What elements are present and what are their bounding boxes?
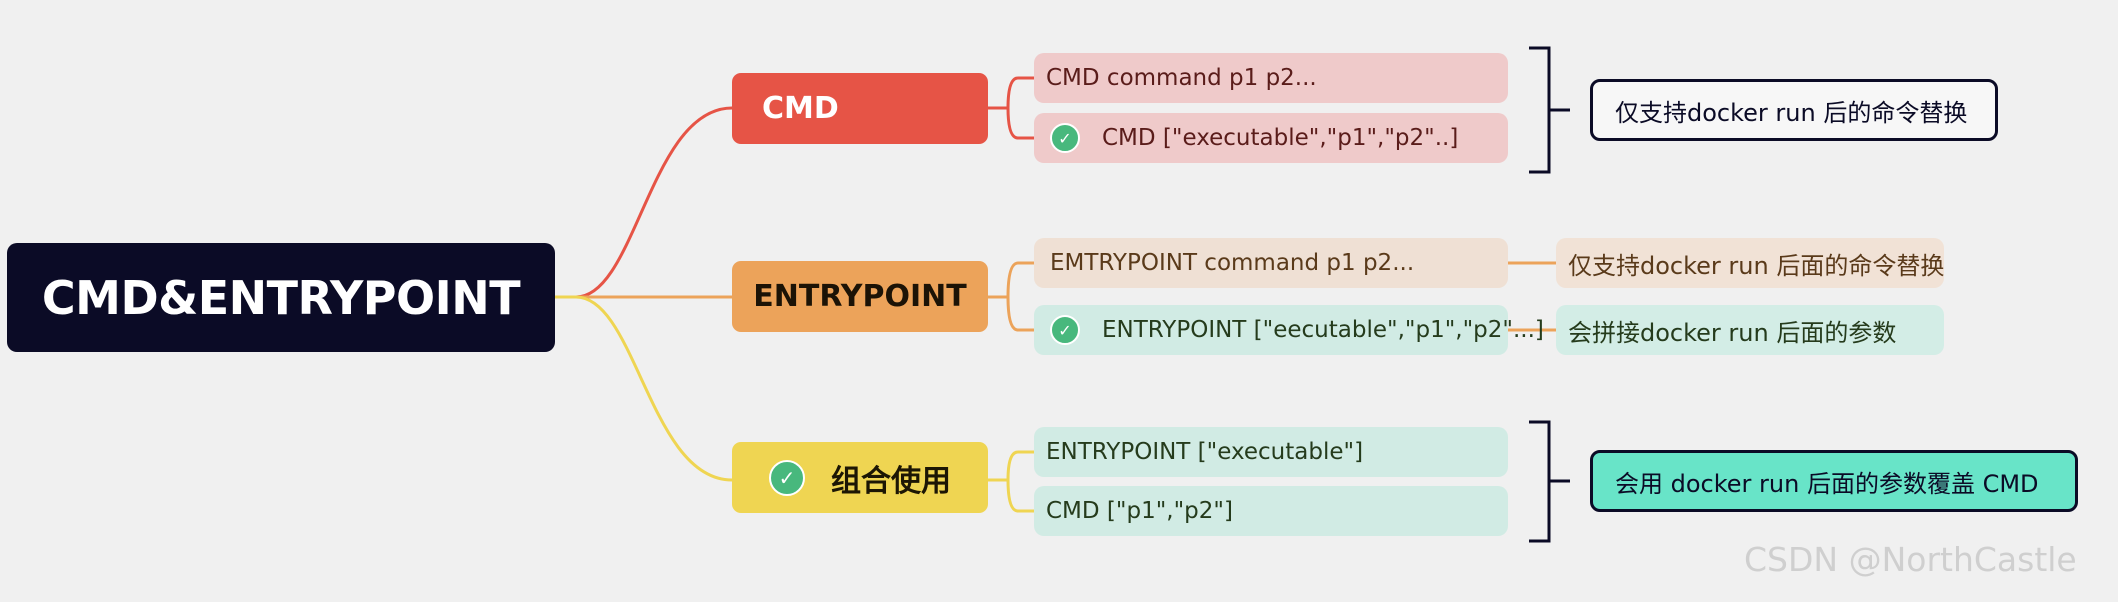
summary-brace-cmd (1529, 46, 1570, 174)
watermark: CSDN @NorthCastle (1744, 540, 2077, 579)
check-circle-icon: ✓ (769, 459, 805, 496)
leaf-cmd-exec-text: CMD ["executable","p1","p2"..] (1102, 125, 1459, 151)
summary-cmd[interactable]: 仅支持docker run 后的命令替换 (1590, 79, 1998, 141)
check-circle-icon: ✓ (1050, 315, 1080, 345)
branch-entrypoint-label: ENTRYPOINT (753, 279, 967, 314)
summary-combined-text: 会用 docker run 后面的参数覆盖 CMD (1615, 469, 2039, 498)
leaf-combined-cmd[interactable]: CMD ["p1","p2"] (1034, 486, 1508, 536)
root-label: CMD&ENTRYPOINT (41, 270, 521, 325)
leaf-entrypoint-shell[interactable]: EMTRYPOINT command p1 p2... (1034, 238, 1508, 288)
branch-cmd-label: CMD (762, 91, 839, 126)
summary-combined[interactable]: 会用 docker run 后面的参数覆盖 CMD (1590, 450, 2078, 512)
summary-cmd-text: 仅支持docker run 后的命令替换 (1615, 98, 1968, 127)
leaf-entrypoint-exec[interactable]: ✓ ENTRYPOINT ["eecutable","p1","p2"...] (1034, 305, 1544, 355)
branch-entrypoint[interactable]: ENTRYPOINT (732, 261, 988, 332)
leaf-combined-cmd-text: CMD ["p1","p2"] (1046, 498, 1233, 524)
leaf-combined-entrypoint-text: ENTRYPOINT ["executable"] (1046, 439, 1364, 465)
branch-combined-label: 组合使用 (831, 463, 951, 499)
leaf-cmd-exec[interactable]: ✓ CMD ["executable","p1","p2"..] (1034, 113, 1508, 163)
note-entrypoint-shell-text: 仅支持docker run 后面的命令替换 (1568, 251, 1945, 280)
connector-root-cmd (575, 106, 733, 299)
connector-combined-leaves (988, 450, 1034, 513)
note-entrypoint-shell[interactable]: 仅支持docker run 后面的命令替换 (1556, 238, 1944, 288)
connector-cmd-leaves (988, 76, 1034, 140)
root-node[interactable]: CMD&ENTRYPOINT (7, 243, 555, 352)
check-circle-icon: ✓ (1050, 123, 1080, 153)
branch-combined[interactable]: ✓ 组合使用 (732, 442, 988, 513)
leaf-entrypoint-exec-text: ENTRYPOINT ["eecutable","p1","p2"...] (1102, 317, 1544, 343)
connector-entrypoint-leaves (988, 261, 1034, 332)
summary-brace-combined (1529, 420, 1570, 543)
connector-root-combined (575, 295, 733, 482)
leaf-entrypoint-shell-text: EMTRYPOINT command p1 p2... (1050, 250, 1415, 276)
note-entrypoint-exec-text: 会拼接docker run 后面的参数 (1568, 318, 1897, 347)
leaf-cmd-shell-text: CMD command p1 p2... (1046, 65, 1317, 91)
leaf-combined-entrypoint[interactable]: ENTRYPOINT ["executable"] (1034, 427, 1508, 477)
leaf-cmd-shell[interactable]: CMD command p1 p2... (1034, 53, 1508, 103)
note-entrypoint-exec[interactable]: 会拼接docker run 后面的参数 (1556, 305, 1944, 355)
branch-cmd[interactable]: CMD (732, 73, 988, 144)
